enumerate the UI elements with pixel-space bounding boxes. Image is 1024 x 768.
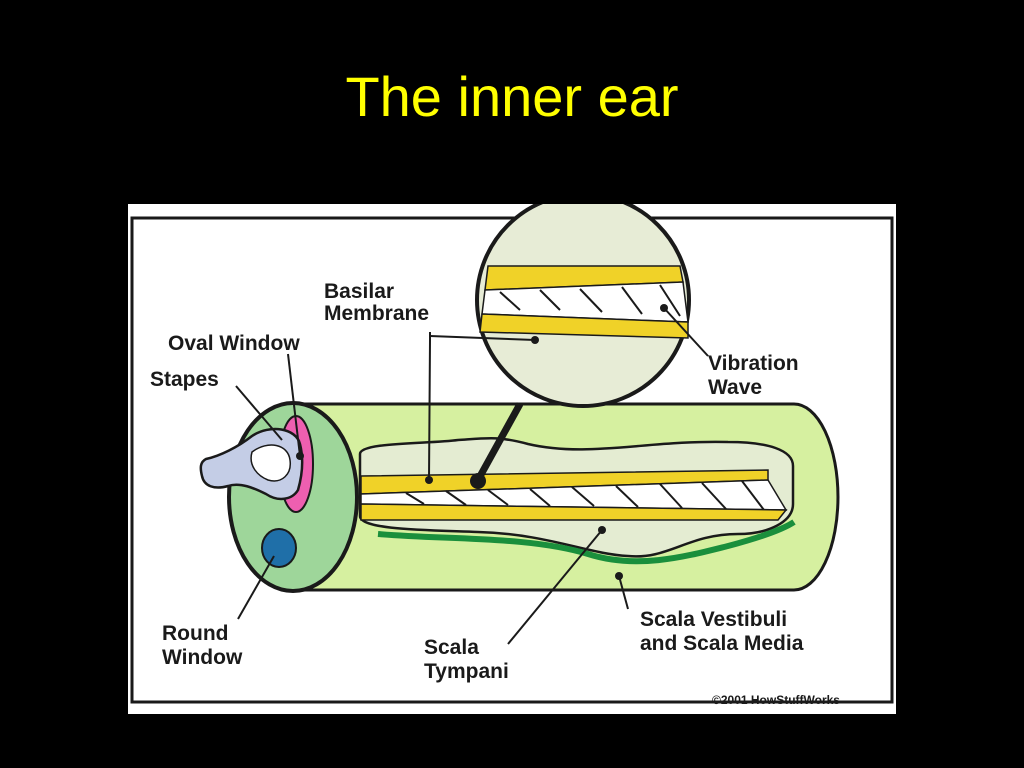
scala-vestibuli-label-line1: Scala Vestibuli <box>640 608 787 631</box>
scala-vestibuli-label-line2: and Scala Media <box>640 632 804 655</box>
leader-dots <box>296 304 668 580</box>
magnifier-stalk <box>474 402 524 482</box>
scala-tympani-band <box>360 503 788 521</box>
basilar-membrane-label-line2: Membrane <box>324 302 429 325</box>
round-window-shape <box>261 528 297 568</box>
round-window-label-line1: Round <box>162 622 228 645</box>
basilar-membrane-label-line1: Basilar <box>324 280 394 303</box>
vibration-wave-label-line1: Vibration <box>708 352 799 375</box>
leader-lines <box>235 307 709 645</box>
slide-title: The inner ear <box>345 65 679 128</box>
vibration-hatching <box>405 480 765 511</box>
round-window-label-line2: Window <box>162 646 243 669</box>
inner-ear-diagram: Basilar Membrane Oval Window Stapes Vibr… <box>128 204 896 714</box>
stapes-label: Stapes <box>150 368 219 391</box>
magnifier-detail <box>479 265 689 339</box>
scala-tympani-label-line1: Scala <box>424 636 479 659</box>
oval-window-label: Oval Window <box>168 332 300 355</box>
copyright-text: ©2001 HowStuffWorks <box>712 693 840 707</box>
vibration-wave-label-line2: Wave <box>708 376 762 399</box>
green-membrane <box>377 519 796 565</box>
magnifier-anchor <box>470 473 486 489</box>
scala-tympani-label-line2: Tympani <box>424 660 509 683</box>
stapes-hole <box>250 444 291 482</box>
